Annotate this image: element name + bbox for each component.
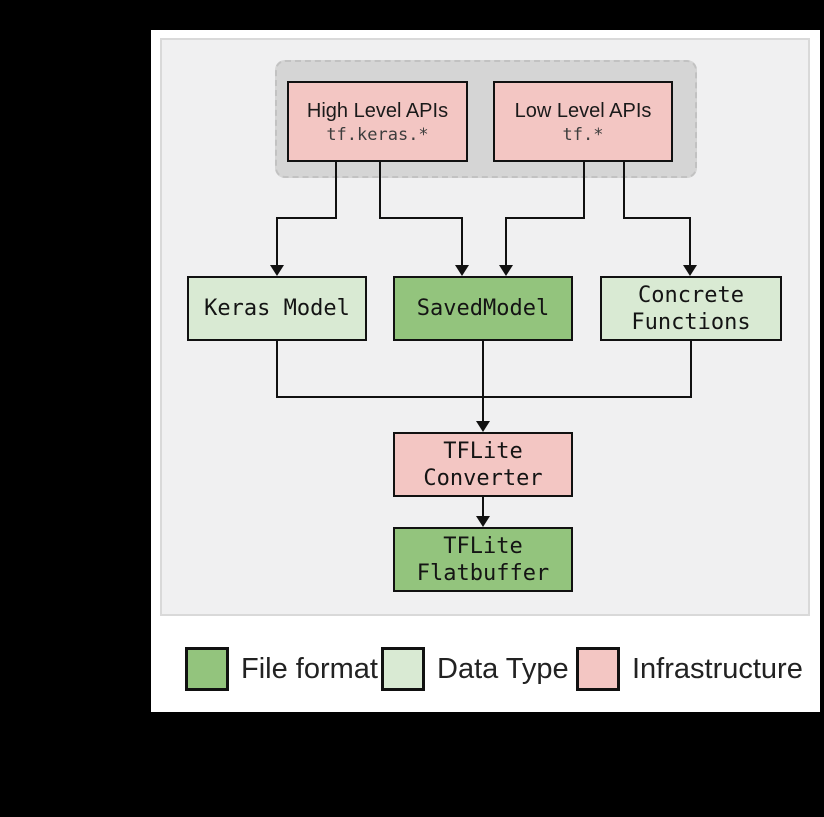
connector-low-to-saved-h [505, 217, 585, 219]
connector-low-to-concrete-v2 [689, 219, 691, 266]
savedmodel-label: SavedModel [416, 296, 550, 321]
node-concrete-functions: Concrete Functions [600, 276, 782, 341]
tflite-converter-line1: TFLite [443, 438, 523, 464]
connector-merge-h [276, 396, 692, 398]
connector-high-to-keras-h [276, 217, 337, 219]
low-level-apis-title: Low Level APIs [514, 99, 652, 122]
arrowhead-savedmodel-right [499, 265, 513, 276]
arrowhead-keras-model [270, 265, 284, 276]
infrastructure-label: Infrastructure [632, 653, 803, 685]
node-tflite-converter: TFLite Converter [393, 432, 573, 497]
tflite-flatbuffer-line1: TFLite [443, 533, 523, 559]
node-tflite-flatbuffer: TFLite Flatbuffer [393, 527, 573, 592]
connector-concrete-down [690, 341, 692, 398]
legend-item-file-format: File format [185, 647, 378, 691]
file-format-label: File format [241, 653, 378, 685]
node-low-level-apis: Low Level APIs tf.* [493, 81, 673, 162]
file-format-swatch [185, 647, 229, 691]
connector-high-to-saved-h [379, 217, 463, 219]
connector-high-to-saved-v1 [379, 162, 381, 219]
connector-low-to-saved-v1 [583, 162, 585, 219]
connector-low-to-concrete-h [623, 217, 691, 219]
arrowhead-savedmodel-left [455, 265, 469, 276]
concrete-functions-line1: Concrete [638, 282, 744, 308]
high-level-apis-title: High Level APIs [306, 99, 449, 122]
data-type-label: Data Type [437, 653, 569, 685]
high-level-apis-code: tf.keras.* [326, 124, 429, 145]
connector-keras-down [276, 341, 278, 398]
connector-high-to-keras-v1 [335, 162, 337, 219]
node-savedmodel: SavedModel [393, 276, 573, 341]
arrowhead-tflite-flatbuffer [476, 516, 490, 527]
connector-converter-to-flatbuffer [482, 497, 484, 517]
low-level-apis-code: tf.* [562, 124, 604, 145]
tflite-converter-line2: Converter [423, 465, 543, 491]
arrowhead-concrete-functions [683, 265, 697, 276]
connector-saved-to-converter [482, 341, 484, 421]
node-high-level-apis: High Level APIs tf.keras.* [287, 81, 468, 162]
keras-model-label: Keras Model [204, 296, 350, 321]
tflite-flatbuffer-line2: Flatbuffer [416, 560, 550, 586]
infrastructure-swatch [576, 647, 620, 691]
node-keras-model: Keras Model [187, 276, 367, 341]
connector-high-to-keras-v2 [276, 219, 278, 266]
connector-high-to-saved-v2 [461, 219, 463, 266]
data-type-swatch [381, 647, 425, 691]
legend-item-infrastructure: Infrastructure [576, 647, 803, 691]
concrete-functions-line2: Functions [631, 309, 751, 335]
arrowhead-tflite-converter [476, 421, 490, 432]
connector-low-to-concrete-v1 [623, 162, 625, 219]
connector-low-to-saved-v2 [505, 219, 507, 266]
legend-item-data-type: Data Type [381, 647, 569, 691]
